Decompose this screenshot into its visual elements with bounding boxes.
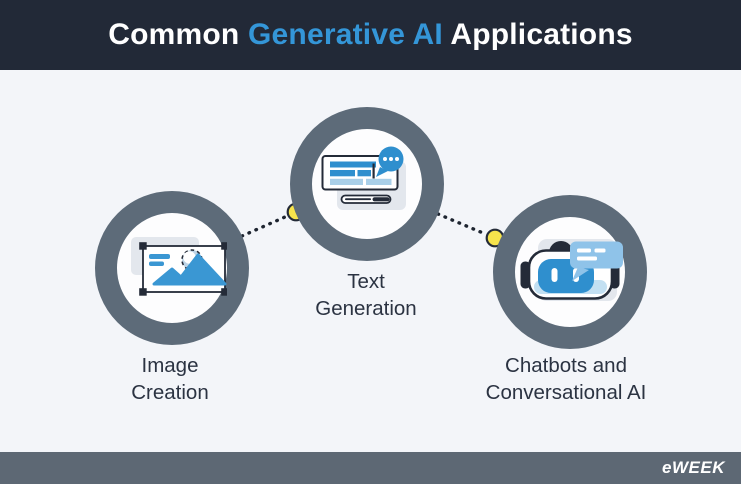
page-title: Common Generative AI Applications	[108, 18, 633, 52]
title-prefix: Common	[108, 18, 240, 51]
header-bar: Common Generative AI Applications	[0, 0, 741, 70]
title-suffix: Applications	[450, 18, 633, 51]
text-editor-icon	[321, 146, 406, 210]
label-line: Chatbots and	[505, 354, 627, 377]
eweek-logo: eWEEK	[662, 458, 725, 477]
node-text-generation	[290, 107, 444, 261]
title-highlight: Generative AI	[248, 18, 443, 51]
label-line: Text	[347, 270, 385, 293]
chatbot-robot-icon	[520, 239, 623, 301]
label-text-generation: Text Generation	[256, 268, 476, 322]
label-line: Creation	[131, 381, 209, 404]
node-image-creation	[95, 191, 249, 345]
label-chatbots: Chatbots and Conversational AI	[446, 352, 686, 406]
dotted-line-right	[436, 212, 485, 235]
label-line: Image	[141, 354, 199, 377]
node-chatbots	[493, 195, 647, 349]
label-line: Conversational AI	[485, 381, 647, 404]
label-line: Generation	[315, 297, 417, 320]
label-image-creation: Image Creation	[60, 352, 280, 406]
footer-bar: eWEEK	[0, 452, 741, 484]
image-canvas-icon	[131, 237, 227, 296]
dotted-line-left	[240, 215, 287, 238]
